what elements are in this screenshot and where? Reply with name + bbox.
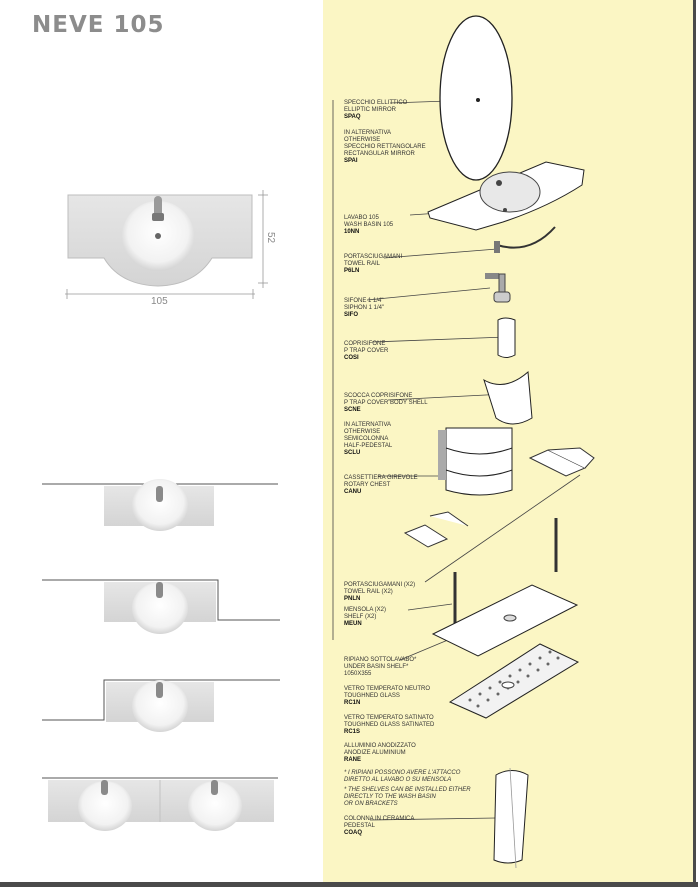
variant-wall-flat bbox=[42, 479, 278, 531]
label-under-basin-shelf: RIPIANO SOTTOLAVABO*UNDER BASIN SHELF*10… bbox=[344, 657, 417, 677]
body-shell-shape bbox=[483, 370, 533, 425]
basin-variants-drawing bbox=[42, 190, 280, 831]
trap-cover-shape bbox=[497, 317, 516, 358]
label-siphon: SIFONE 1 1/4"SIPHON 1 1/4"SIFO bbox=[344, 298, 385, 318]
under-basin-shelf-shape bbox=[431, 584, 579, 657]
satinated-glass-shelf-shape bbox=[448, 643, 580, 719]
bracket-set-shape bbox=[403, 447, 595, 548]
page-border-right bbox=[693, 0, 696, 887]
variant-wall-step-left bbox=[42, 679, 280, 732]
page-border-bottom bbox=[0, 882, 698, 887]
towel-rails-pair-shape bbox=[453, 518, 558, 628]
width-dimension-label: 105 bbox=[151, 296, 168, 307]
shelf-holes-pattern bbox=[468, 650, 560, 708]
siphon-shape bbox=[485, 273, 511, 303]
rotary-chest-shape bbox=[438, 427, 513, 496]
towel-rail-shape bbox=[496, 226, 556, 249]
variant-double-basin bbox=[42, 777, 278, 831]
note-english: * THE SHELVES CAN BE INSTALLED EITHER DI… bbox=[344, 787, 471, 807]
variant-wall-step-right bbox=[42, 579, 280, 634]
page-title: NEVE 105 bbox=[32, 12, 165, 38]
elliptic-mirror-shape bbox=[439, 15, 513, 181]
basin-top-view bbox=[67, 194, 253, 287]
label-towel-rail-pair: PORTASCIUGAMANI (x2)TOWEL RAIL (x2)PNLN bbox=[344, 582, 416, 602]
note-italian: * I RIPIANI POSSONO AVERE L'ATTACCO DIRE… bbox=[344, 770, 461, 783]
label-shelf-brackets: MENSOLA (x2)SHELF (x2)MEUN bbox=[344, 607, 387, 627]
pedestal-shape bbox=[493, 770, 529, 864]
